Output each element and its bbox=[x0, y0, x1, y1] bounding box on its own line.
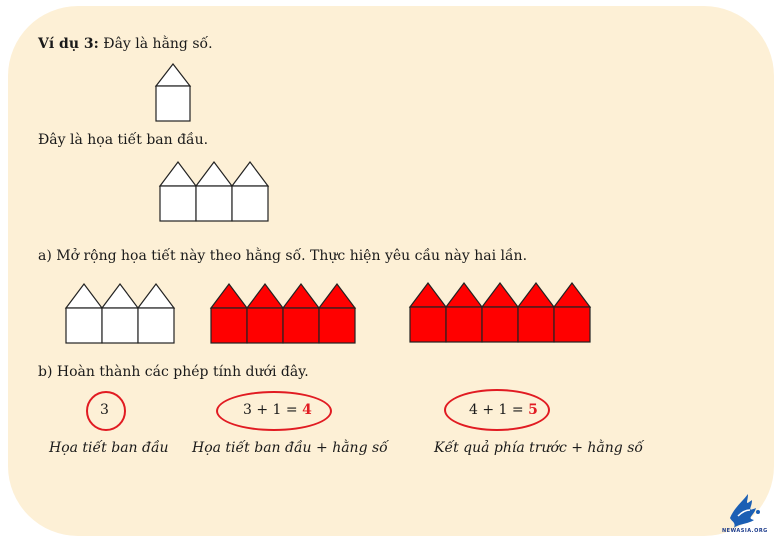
constant-roof bbox=[154, 63, 192, 87]
calc3-expr: 4 + 1 = bbox=[469, 402, 524, 418]
extended-figure-3 bbox=[408, 282, 592, 343]
calc3-answer: 5 bbox=[528, 402, 538, 418]
constant-body bbox=[155, 85, 191, 122]
part-b-text: b) Hoàn thành các phép tính dưới đây. bbox=[38, 364, 309, 380]
example-label: Ví dụ 3: bbox=[38, 36, 99, 52]
extended3-house-roof-3 bbox=[480, 282, 520, 308]
example-intro: Đây là hằng số. bbox=[103, 36, 213, 52]
initial-house-body-3 bbox=[231, 185, 269, 222]
initial-house-roof-2 bbox=[194, 161, 234, 187]
extended3-house-body-1 bbox=[409, 306, 447, 343]
example-heading: Ví dụ 3: Đây là hằng số. bbox=[38, 36, 213, 52]
calc2-answer: 4 bbox=[302, 402, 312, 418]
calc2-caption: Họa tiết ban đầu + hằng số bbox=[192, 440, 388, 456]
constant-figure bbox=[154, 63, 192, 122]
calc1-caption: Họa tiết ban đầu bbox=[49, 440, 169, 456]
extended1-house-body-2 bbox=[101, 307, 139, 344]
extended3-house-body-2 bbox=[445, 306, 483, 343]
initial-house-body-1 bbox=[159, 185, 197, 222]
extended1-house-body-3 bbox=[137, 307, 175, 344]
extended2-house-roof-2 bbox=[245, 283, 285, 309]
phoenix-logo-icon bbox=[730, 494, 760, 528]
extended2-house-body-3 bbox=[282, 307, 320, 344]
extended2-house-body-2 bbox=[246, 307, 284, 344]
extended3-house-roof-5 bbox=[552, 282, 592, 308]
part-a-text: a) Mở rộng họa tiết này theo hằng số. Th… bbox=[38, 248, 528, 264]
initial-house-body-2 bbox=[195, 185, 233, 222]
extended3-house-roof-4 bbox=[516, 282, 556, 308]
initial-house-roof-1 bbox=[158, 161, 198, 187]
extended3-house-roof-2 bbox=[444, 282, 484, 308]
extended2-house-roof-3 bbox=[281, 283, 321, 309]
initial-pattern-figure bbox=[158, 161, 270, 222]
extended3-house-body-4 bbox=[517, 306, 555, 343]
extended2-house-body-1 bbox=[210, 307, 248, 344]
extended-figure-2 bbox=[209, 283, 357, 344]
initial-house-roof-3 bbox=[230, 161, 270, 187]
calc3-caption: Kết quả phía trước + hằng số bbox=[434, 440, 643, 456]
extended1-house-roof-3 bbox=[136, 283, 176, 309]
extended2-house-roof-4 bbox=[317, 283, 357, 309]
extended1-house-roof-1 bbox=[64, 283, 104, 309]
extended1-house-roof-2 bbox=[100, 283, 140, 309]
content-card bbox=[8, 6, 774, 536]
extended1-house-body-1 bbox=[65, 307, 103, 344]
extended-figure-1 bbox=[64, 283, 176, 344]
extended3-house-body-5 bbox=[553, 306, 591, 343]
calc3-ellipse bbox=[444, 389, 550, 431]
pattern-intro: Đây là họa tiết ban đầu. bbox=[38, 132, 209, 148]
calc3-expression: 4 + 1 = 5 bbox=[469, 402, 538, 418]
calc1-value: 3 bbox=[100, 402, 109, 418]
extended3-house-body-3 bbox=[481, 306, 519, 343]
calc2-ellipse bbox=[216, 391, 332, 431]
extended2-house-roof-1 bbox=[209, 283, 249, 309]
calc2-expression: 3 + 1 = 4 bbox=[243, 402, 312, 418]
logo-text: NEWASIA.ORG bbox=[722, 528, 768, 534]
extended3-house-roof-1 bbox=[408, 282, 448, 308]
calc1-circle bbox=[86, 391, 126, 431]
extended2-house-body-4 bbox=[318, 307, 356, 344]
calc2-expr: 3 + 1 = bbox=[243, 402, 298, 418]
